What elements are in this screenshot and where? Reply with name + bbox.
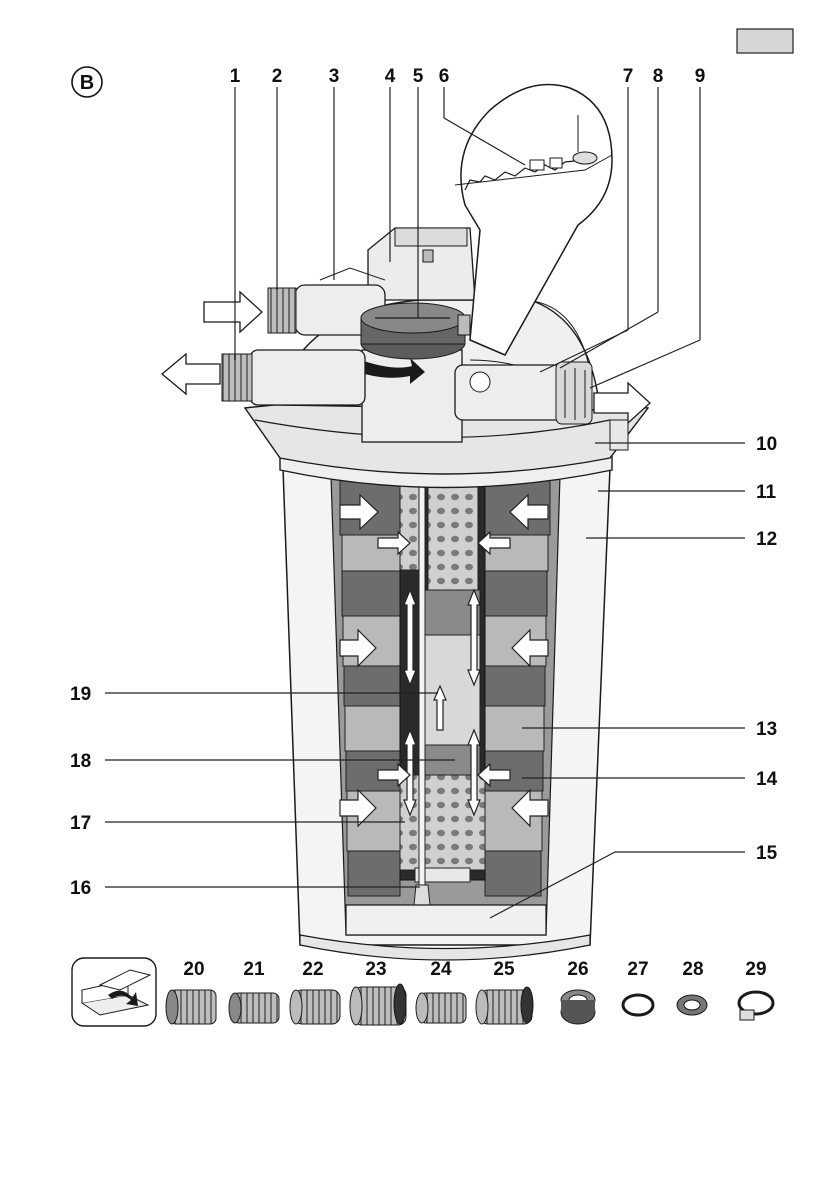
accessory-label-27: 27 — [627, 959, 648, 980]
outlet-pipe-right — [455, 362, 592, 424]
callout-1: 1 — [230, 66, 241, 87]
outlet-pipe-left — [222, 350, 365, 405]
page-tab — [737, 29, 793, 53]
control-housing — [368, 228, 475, 300]
union-nut-26 — [561, 990, 595, 1024]
accessory-label-26: 26 — [567, 959, 588, 980]
callout-18: 18 — [70, 751, 91, 772]
o-ring-27 — [623, 995, 653, 1015]
hose-adapter-20 — [166, 990, 216, 1024]
box-open-arrow-icon — [72, 958, 156, 1026]
accessory-label-25: 25 — [493, 959, 515, 980]
accessory-label-22: 22 — [302, 959, 323, 980]
callout-19: 19 — [70, 684, 91, 705]
callout-10: 10 — [756, 434, 777, 455]
accessory-label-21: 21 — [243, 959, 265, 980]
uvc-lamp-rod — [419, 480, 425, 885]
callout-5: 5 — [413, 66, 424, 87]
callout-11: 11 — [756, 482, 777, 503]
inflow-arrow — [204, 292, 262, 332]
callout-4: 4 — [385, 66, 396, 87]
accessory-labels: 20 21 22 23 24 25 26 27 28 29 — [183, 959, 766, 980]
lamp-foot — [414, 885, 430, 905]
callout-6: 6 — [439, 66, 450, 87]
callout-8: 8 — [653, 66, 664, 87]
accessory-label-24: 24 — [430, 959, 452, 980]
accessory-parts — [166, 984, 773, 1025]
outflow-arrow-left — [162, 354, 220, 394]
housing-base — [346, 905, 546, 935]
figure-letter: B — [80, 72, 94, 94]
callout-numbers-top: 1 2 3 4 5 6 7 8 9 — [230, 66, 706, 87]
hose-adapter-21 — [229, 993, 279, 1023]
callout-numbers-right: 10 11 12 13 14 15 — [756, 434, 778, 864]
accessory-label-29: 29 — [745, 959, 766, 980]
accessory-label-20: 20 — [183, 959, 204, 980]
accessory-label-28: 28 — [682, 959, 703, 980]
callout-17: 17 — [70, 813, 91, 834]
callout-7: 7 — [623, 66, 634, 87]
callout-3: 3 — [329, 66, 340, 87]
hose-clamp-29 — [739, 992, 773, 1020]
callout-2: 2 — [272, 66, 283, 87]
callout-16: 16 — [70, 878, 91, 899]
callout-15: 15 — [756, 843, 778, 864]
callout-9: 9 — [695, 66, 706, 87]
flat-seal-28 — [677, 995, 707, 1015]
accessory-label-23: 23 — [365, 959, 386, 980]
hose-adapter-22 — [290, 990, 340, 1024]
lid-clamp — [610, 420, 628, 450]
figure-letter-badge: B — [72, 67, 102, 97]
callout-14: 14 — [756, 769, 778, 790]
callout-12: 12 — [756, 529, 777, 550]
hose-adapter-25 — [476, 987, 533, 1024]
callout-numbers-left: 19 18 17 16 — [70, 684, 91, 899]
hose-adapter-23 — [350, 984, 406, 1025]
callout-13: 13 — [756, 719, 777, 740]
hose-adapter-24 — [416, 993, 466, 1023]
